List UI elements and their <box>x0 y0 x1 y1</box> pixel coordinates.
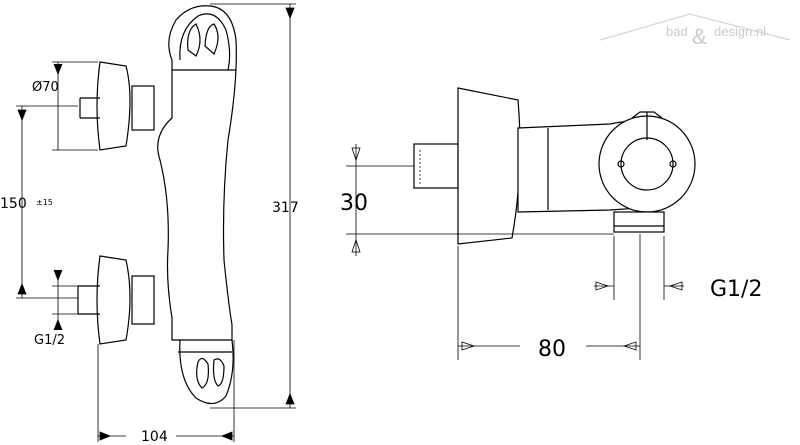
watermark-logo: bad & design.nl <box>599 13 791 49</box>
front-view-valve <box>77 5 237 405</box>
side-view-valve <box>413 87 696 245</box>
center-tolerance-label: ±15 <box>36 198 53 207</box>
side-view-labels: 30 80 G1/2 <box>340 191 762 362</box>
projection-label: 80 <box>538 337 566 362</box>
side-thread-label: G1/2 <box>710 277 762 302</box>
side-view-dimension-lines <box>346 144 684 360</box>
watermark-amp: & <box>692 24 707 49</box>
front-view-dimension-lines <box>16 3 296 442</box>
diameter-label: Ø70 <box>32 80 59 95</box>
front-thread-label: G1/2 <box>34 333 65 348</box>
height-label: 317 <box>272 200 299 216</box>
offset-label: 30 <box>340 191 368 216</box>
depth-label: 104 <box>141 429 168 445</box>
center-distance-label: 150 <box>0 196 27 212</box>
watermark-bad: bad <box>666 24 688 39</box>
watermark-design: design.nl <box>714 24 766 39</box>
front-view-labels: Ø70 150 ±15 G1/2 317 104 <box>0 80 299 445</box>
